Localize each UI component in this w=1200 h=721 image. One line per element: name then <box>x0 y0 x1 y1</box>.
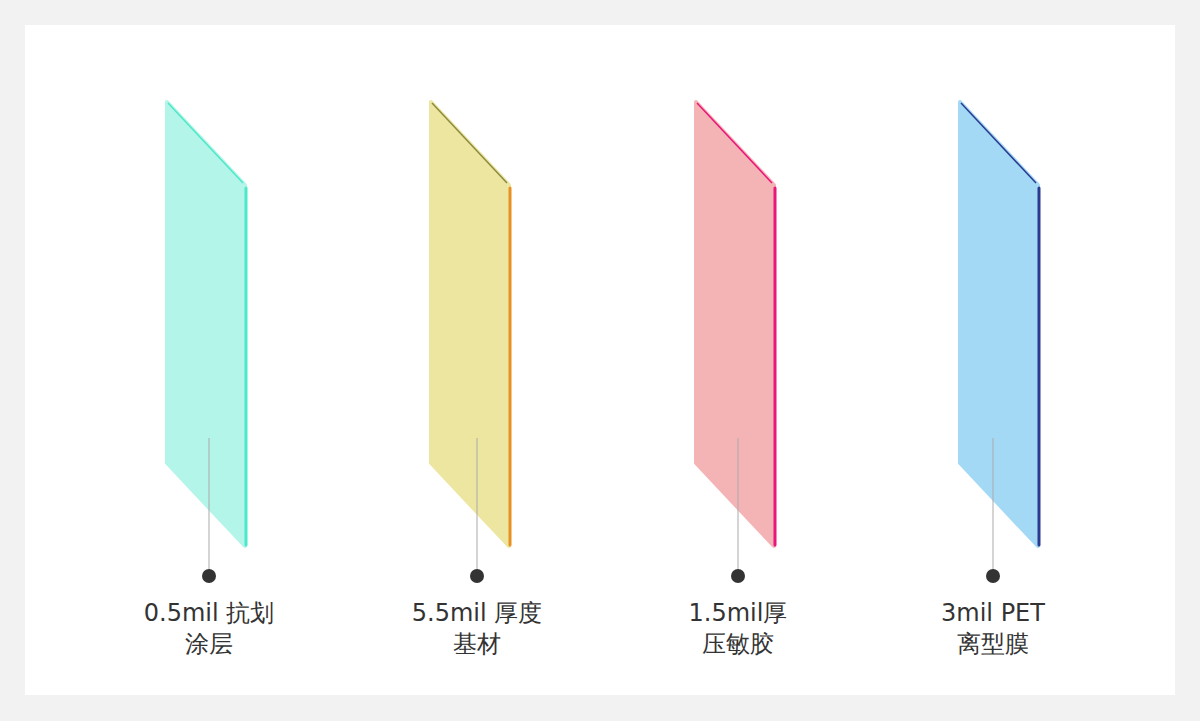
leader-line <box>738 438 739 570</box>
sheet-edge <box>961 103 1036 183</box>
sheet-edge <box>168 103 243 183</box>
label-holder: 0.5mil 抗划 涂层 <box>143 598 276 660</box>
panel <box>25 25 1175 695</box>
sheet-edge <box>432 103 507 183</box>
base-sheet <box>431 102 510 546</box>
layer-label: 1.5mil厚 压敏胶 <box>688 598 789 660</box>
layer-label: 5.5mil 厚度 基材 <box>411 598 544 660</box>
sheet-edge <box>774 188 777 545</box>
sheet-edge <box>697 103 772 183</box>
sheet-face <box>431 102 509 546</box>
layer-label: 0.5mil 抗划 涂层 <box>143 598 276 660</box>
leader-dot <box>731 569 745 583</box>
sheet-face <box>696 102 774 546</box>
leader-dot <box>470 569 484 583</box>
sheet-edge <box>1038 188 1041 545</box>
sheet-edge <box>509 188 512 545</box>
release-film-sheet <box>960 102 1039 546</box>
leader-dot <box>202 569 216 583</box>
sheet-edge <box>245 188 248 545</box>
leaders <box>202 438 1000 583</box>
sheet-face <box>167 102 245 546</box>
coating-sheet <box>167 102 246 546</box>
layer-label: 3mil PET 离型膜 <box>940 598 1046 660</box>
sheet-face <box>960 102 1038 546</box>
leader-line <box>209 438 210 570</box>
label-holder: 5.5mil 厚度 基材 <box>411 598 544 660</box>
label-holder: 1.5mil厚 压敏胶 <box>688 598 789 660</box>
adhesive-sheet <box>696 102 775 546</box>
label-holder: 3mil PET 离型膜 <box>940 598 1046 660</box>
leader-dot <box>986 569 1000 583</box>
leader-line <box>993 438 994 570</box>
leader-line <box>477 438 478 570</box>
